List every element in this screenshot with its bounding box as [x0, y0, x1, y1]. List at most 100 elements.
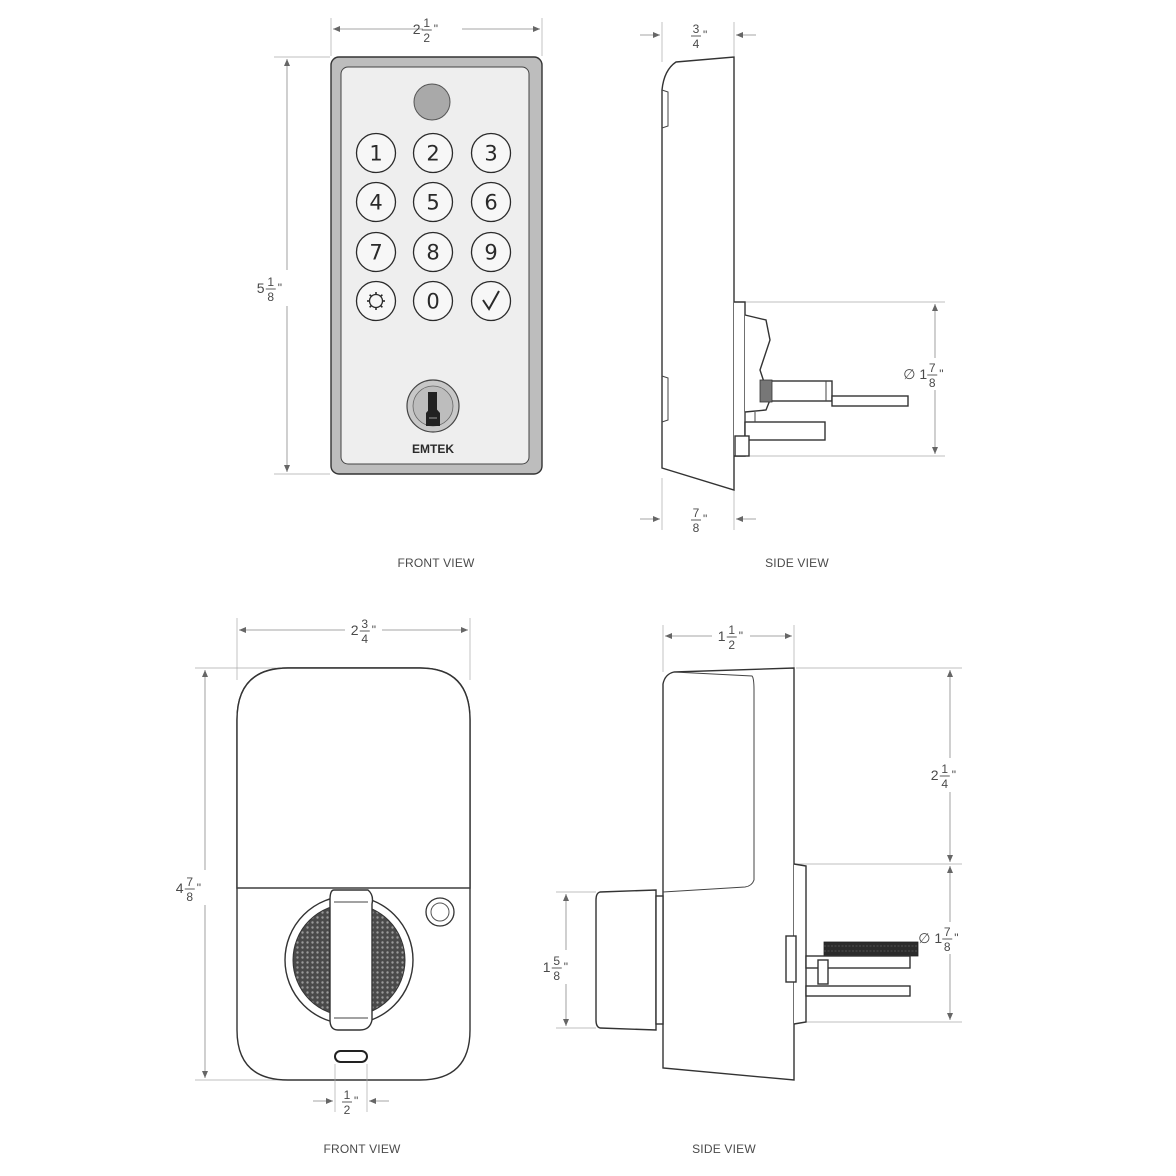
bottom_front_height-unit: " [197, 881, 201, 895]
bottom_side_knob-denominator: 8 [553, 969, 560, 983]
keypad-button-6[interactable]: 6 [470, 181, 512, 223]
keypad-button-9[interactable]: 9 [470, 231, 512, 273]
keypad-digit-label: 2 [426, 142, 439, 166]
keypad-button-3[interactable]: 3 [470, 132, 512, 174]
dim-top-side-bottom-depth: 78" [691, 506, 707, 535]
bottom_side_upper-denominator: 4 [941, 777, 948, 791]
keypad-button-0[interactable]: 0 [412, 280, 454, 322]
keypad-digit-label: 7 [369, 241, 382, 265]
proximity-sensor-icon-bottom [425, 897, 455, 927]
bottom_front_height-denominator: 8 [186, 890, 193, 904]
bottom-side-view-label: SIDE VIEW [692, 1142, 756, 1156]
bottom_front_slot-unit: " [354, 1094, 358, 1108]
top_front_width-unit: " [434, 22, 438, 36]
keypad-button-5[interactable]: 5 [412, 181, 454, 223]
dim-bottom-front-slot: 12" [342, 1088, 358, 1117]
keypad-digit-label: 0 [426, 290, 439, 314]
bottom_side_bore-whole: ∅ 1 [918, 930, 942, 946]
top_side_top_depth-numerator: 3 [693, 22, 700, 36]
top_side_bottom_depth-numerator: 7 [693, 506, 700, 520]
thumb-turn-side [595, 889, 657, 1031]
keypad-button-1[interactable]: 1 [355, 132, 397, 174]
top-side-view-label: SIDE VIEW [765, 556, 829, 570]
bottom_front_width-unit: " [372, 623, 376, 637]
top_front_height-whole: 5 [257, 280, 265, 296]
bottom_side_depth-unit: " [739, 629, 743, 643]
bottom_side_depth-numerator: 1 [728, 623, 735, 637]
top_side_top_depth-unit: " [703, 28, 707, 42]
dim-top-side-top-depth: 34" [691, 22, 707, 51]
gear-icon [367, 292, 385, 310]
battery-slot [334, 1050, 368, 1063]
bottom_front_height-whole: 4 [176, 880, 184, 896]
bottom_side_knob-unit: " [564, 960, 568, 974]
bottom_front_height-numerator: 7 [186, 875, 193, 889]
top_side_top_depth-denominator: 4 [693, 37, 700, 51]
bottom_side_bore-numerator: 7 [944, 925, 951, 939]
bottom_front_width-whole: 2 [351, 622, 359, 638]
bottom-front-view-label: FRONT VIEW [323, 1142, 401, 1156]
top_side_bore-unit: " [939, 367, 943, 381]
bottom_side_depth-whole: 1 [718, 628, 726, 644]
keypad-button-7[interactable]: 7 [355, 231, 397, 273]
keypad-digit-label: 1 [369, 142, 382, 166]
side-housing [661, 56, 735, 491]
bottom_front_slot-numerator: 1 [344, 1088, 351, 1102]
top_side_bottom_depth-unit: " [703, 512, 707, 526]
bottom_side_knob-numerator: 5 [553, 954, 560, 968]
top_side_bottom_depth-denominator: 8 [693, 521, 700, 535]
bottom_side_knob-whole: 1 [543, 959, 551, 975]
bottom_front_slot-denominator: 2 [344, 1103, 351, 1117]
keypad-digit-label: 5 [426, 191, 439, 215]
top_side_bore-denominator: 8 [929, 376, 936, 390]
bottom_side_upper-unit: " [952, 768, 956, 782]
keypad-button-8[interactable]: 8 [412, 231, 454, 273]
top-cover [236, 667, 471, 889]
keypad-button-2[interactable]: 2 [412, 132, 454, 174]
brand-logo: EMTEK [412, 442, 454, 456]
keypad-digit-label: 8 [426, 241, 439, 265]
bottom_side_bore-unit: " [954, 931, 958, 945]
side-housing-bottom [662, 667, 795, 1081]
thumb-turn [329, 889, 374, 1031]
key-cylinder-icon [406, 379, 460, 433]
keypad-digit-label: 6 [484, 191, 497, 215]
keypad-confirm-button[interactable] [470, 280, 512, 322]
top_front_height-unit: " [278, 281, 282, 295]
keypad-digit-label: 3 [484, 142, 497, 166]
bottom_front_width-numerator: 3 [361, 617, 368, 631]
top_front_height-numerator: 1 [267, 275, 274, 289]
keypad-grid: 1 2 3 4 5 6 7 8 9 0 [355, 132, 512, 322]
top_front_width-whole: 2 [413, 21, 421, 37]
keypad-button-4[interactable]: 4 [355, 181, 397, 223]
bottom_side_bore-denominator: 8 [944, 940, 951, 954]
top_front_width-numerator: 1 [423, 16, 430, 30]
keypad-digit-label: 9 [484, 241, 497, 265]
bottom_side_upper-whole: 2 [931, 767, 939, 783]
checkmark-icon [482, 290, 500, 311]
top_side_bore-numerator: 7 [929, 361, 936, 375]
proximity-sensor-icon [413, 83, 451, 121]
bottom_side_depth-denominator: 2 [728, 638, 735, 652]
bottom_side_upper-numerator: 1 [941, 762, 948, 776]
keypad-digit-label: 4 [369, 191, 382, 215]
bottom_front_width-denominator: 4 [361, 632, 368, 646]
top_side_bore-whole: ∅ 1 [903, 366, 927, 382]
top-front-view-label: FRONT VIEW [397, 556, 475, 570]
top_front_height-denominator: 8 [267, 290, 274, 304]
keypad-settings-button[interactable] [355, 280, 397, 322]
